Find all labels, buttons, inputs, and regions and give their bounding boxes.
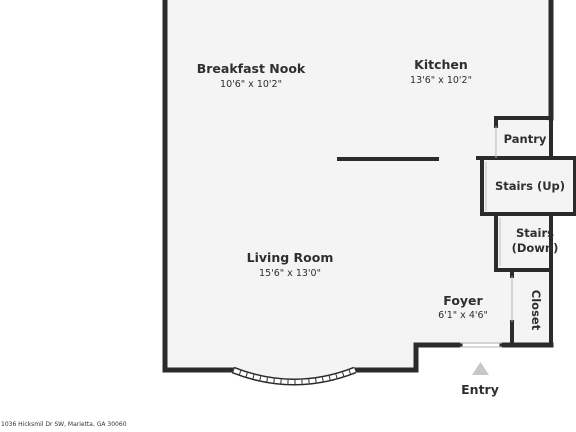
entry-arrow-icon [472, 362, 489, 375]
room-dims-kitchen: 13'6" x 10'2" [410, 75, 472, 86]
closet-area [514, 270, 550, 344]
bay-window [231, 366, 357, 386]
room-name-breakfast-nook: Breakfast Nook [197, 61, 306, 76]
room-name-pantry: Pantry [504, 132, 547, 146]
address-caption: 1036 Hicksmil Dr SW, Marietta, GA 30060 [1, 421, 127, 428]
room-name-kitchen: Kitchen [414, 57, 468, 72]
room-name-foyer: Foyer [443, 293, 483, 308]
floor-area [165, 0, 551, 381]
room-name-stairs-down-line1: Stairs [516, 226, 554, 240]
room-name-stairs-up: Stairs (Up) [495, 179, 565, 193]
stairs-up-area [483, 159, 574, 213]
room-name-stairs-down-line2: (Down) [512, 241, 559, 255]
room-dims-foyer: 6'1" x 4'6" [438, 310, 488, 321]
pantry-area [497, 120, 550, 158]
room-name-living-room: Living Room [247, 250, 334, 265]
stairs-down-area [497, 215, 552, 269]
room-name-closet: Closet [529, 290, 543, 331]
entry-label: Entry [461, 382, 499, 397]
room-dims-breakfast-nook: 10'6" x 10'2" [220, 79, 282, 90]
room-dims-living-room: 15'6" x 13'0" [259, 268, 321, 279]
